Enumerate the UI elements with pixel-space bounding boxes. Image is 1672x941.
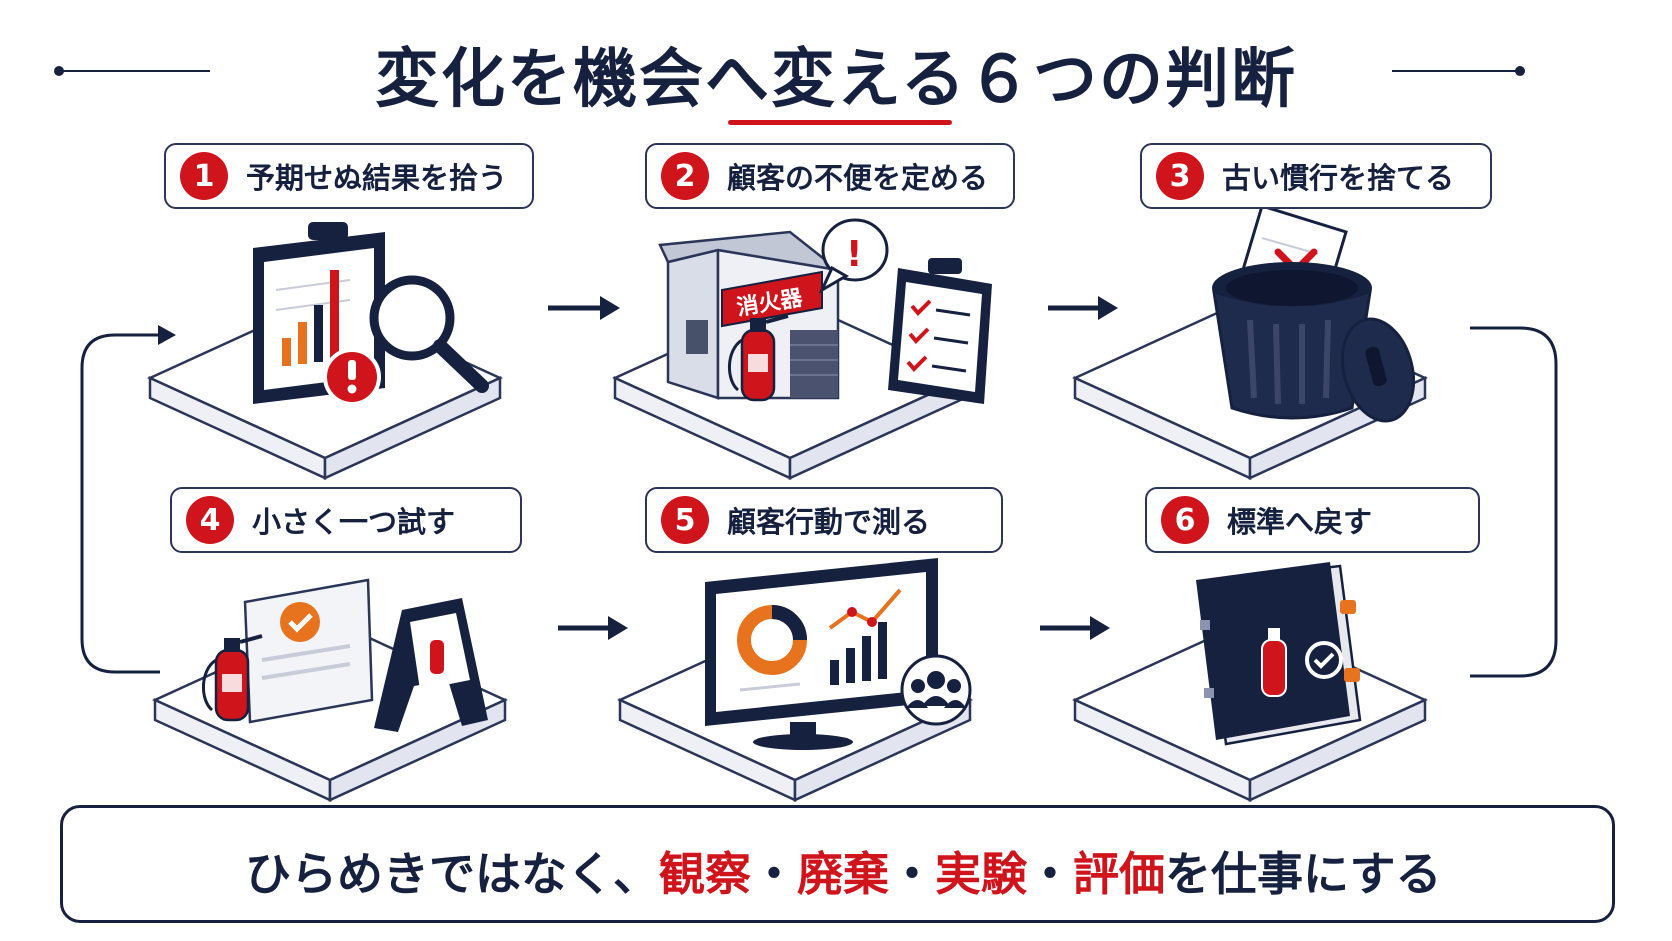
- arrow-right-icon: [1048, 296, 1118, 320]
- arrow-right-icon: [558, 616, 628, 640]
- loop-connector-right: [1470, 326, 1558, 678]
- loop-arrowhead: [158, 325, 176, 345]
- keyword-experiment: 実験: [935, 847, 1027, 901]
- summary-banner: [60, 805, 1615, 923]
- step-card-5: 5 顧客行動で測る: [645, 487, 1003, 553]
- step-label-2: 顧客の不便を定める: [727, 161, 989, 195]
- title-rule-right: [1392, 70, 1520, 72]
- step-label-3: 古い慣行を捨てる: [1222, 161, 1455, 195]
- checked-board-icon: [243, 578, 374, 724]
- step-number-5: 5: [661, 496, 709, 544]
- summary-text: ひらめきではなく、観察・廃棄・実験・評価を仕事にする: [245, 838, 1441, 904]
- title-dot-left: [54, 66, 64, 76]
- alert-mark: !: [846, 234, 862, 275]
- step-label-5: 顧客行動で測る: [727, 505, 931, 539]
- keyword-observe: 観察: [659, 847, 751, 901]
- page-title: 変化を機会へ変える６つの判断: [374, 43, 1298, 117]
- summary-suffix: を仕事にする: [1165, 847, 1442, 901]
- step-number-2: 2: [661, 152, 709, 200]
- step-card-4: 4 小さく一つ試す: [170, 487, 522, 553]
- trash-can-icon: [1212, 262, 1415, 423]
- speech-alert-icon: !: [818, 218, 889, 294]
- keyword-evaluate: 評価: [1073, 847, 1165, 901]
- title-accent-underline: [728, 120, 952, 125]
- users-icon: [900, 654, 972, 726]
- step-label-6: 標準へ戻す: [1227, 505, 1373, 539]
- step-number-1: 1: [180, 152, 228, 200]
- step-label-4: 小さく一つ試す: [252, 505, 456, 539]
- sign-stand-icon: [374, 598, 488, 732]
- separator: ・: [889, 847, 935, 901]
- step-number-6: 6: [1161, 496, 1209, 544]
- manual-book-icon: [1196, 562, 1362, 746]
- checklist-icon: [888, 258, 992, 404]
- step-number-3: 3: [1156, 152, 1204, 200]
- title-dot-right: [1515, 66, 1525, 76]
- arrow-right-icon: [548, 296, 620, 320]
- step-card-1: 1 予期せぬ結果を拾う: [164, 143, 534, 209]
- step-card-3: 3 古い慣行を捨てる: [1140, 143, 1492, 209]
- step-number-4: 4: [186, 496, 234, 544]
- separator: ・: [751, 847, 797, 901]
- title-rule-left: [60, 70, 210, 72]
- separator: ・: [1027, 847, 1073, 901]
- keyword-discard: 廃棄: [797, 847, 889, 901]
- step-card-6: 6 標準へ戻す: [1145, 487, 1480, 553]
- arrow-right-icon: [1040, 616, 1110, 640]
- monitor-chart-icon: [705, 558, 938, 750]
- loop-connector-left: [80, 333, 160, 674]
- step-label-1: 予期せぬ結果を拾う: [246, 161, 508, 195]
- magnifier-icon: [369, 275, 489, 393]
- summary-prefix: ひらめきではなく、: [245, 847, 659, 901]
- warning-icon: [323, 348, 381, 406]
- step-card-2: 2 顧客の不便を定める: [645, 143, 1015, 209]
